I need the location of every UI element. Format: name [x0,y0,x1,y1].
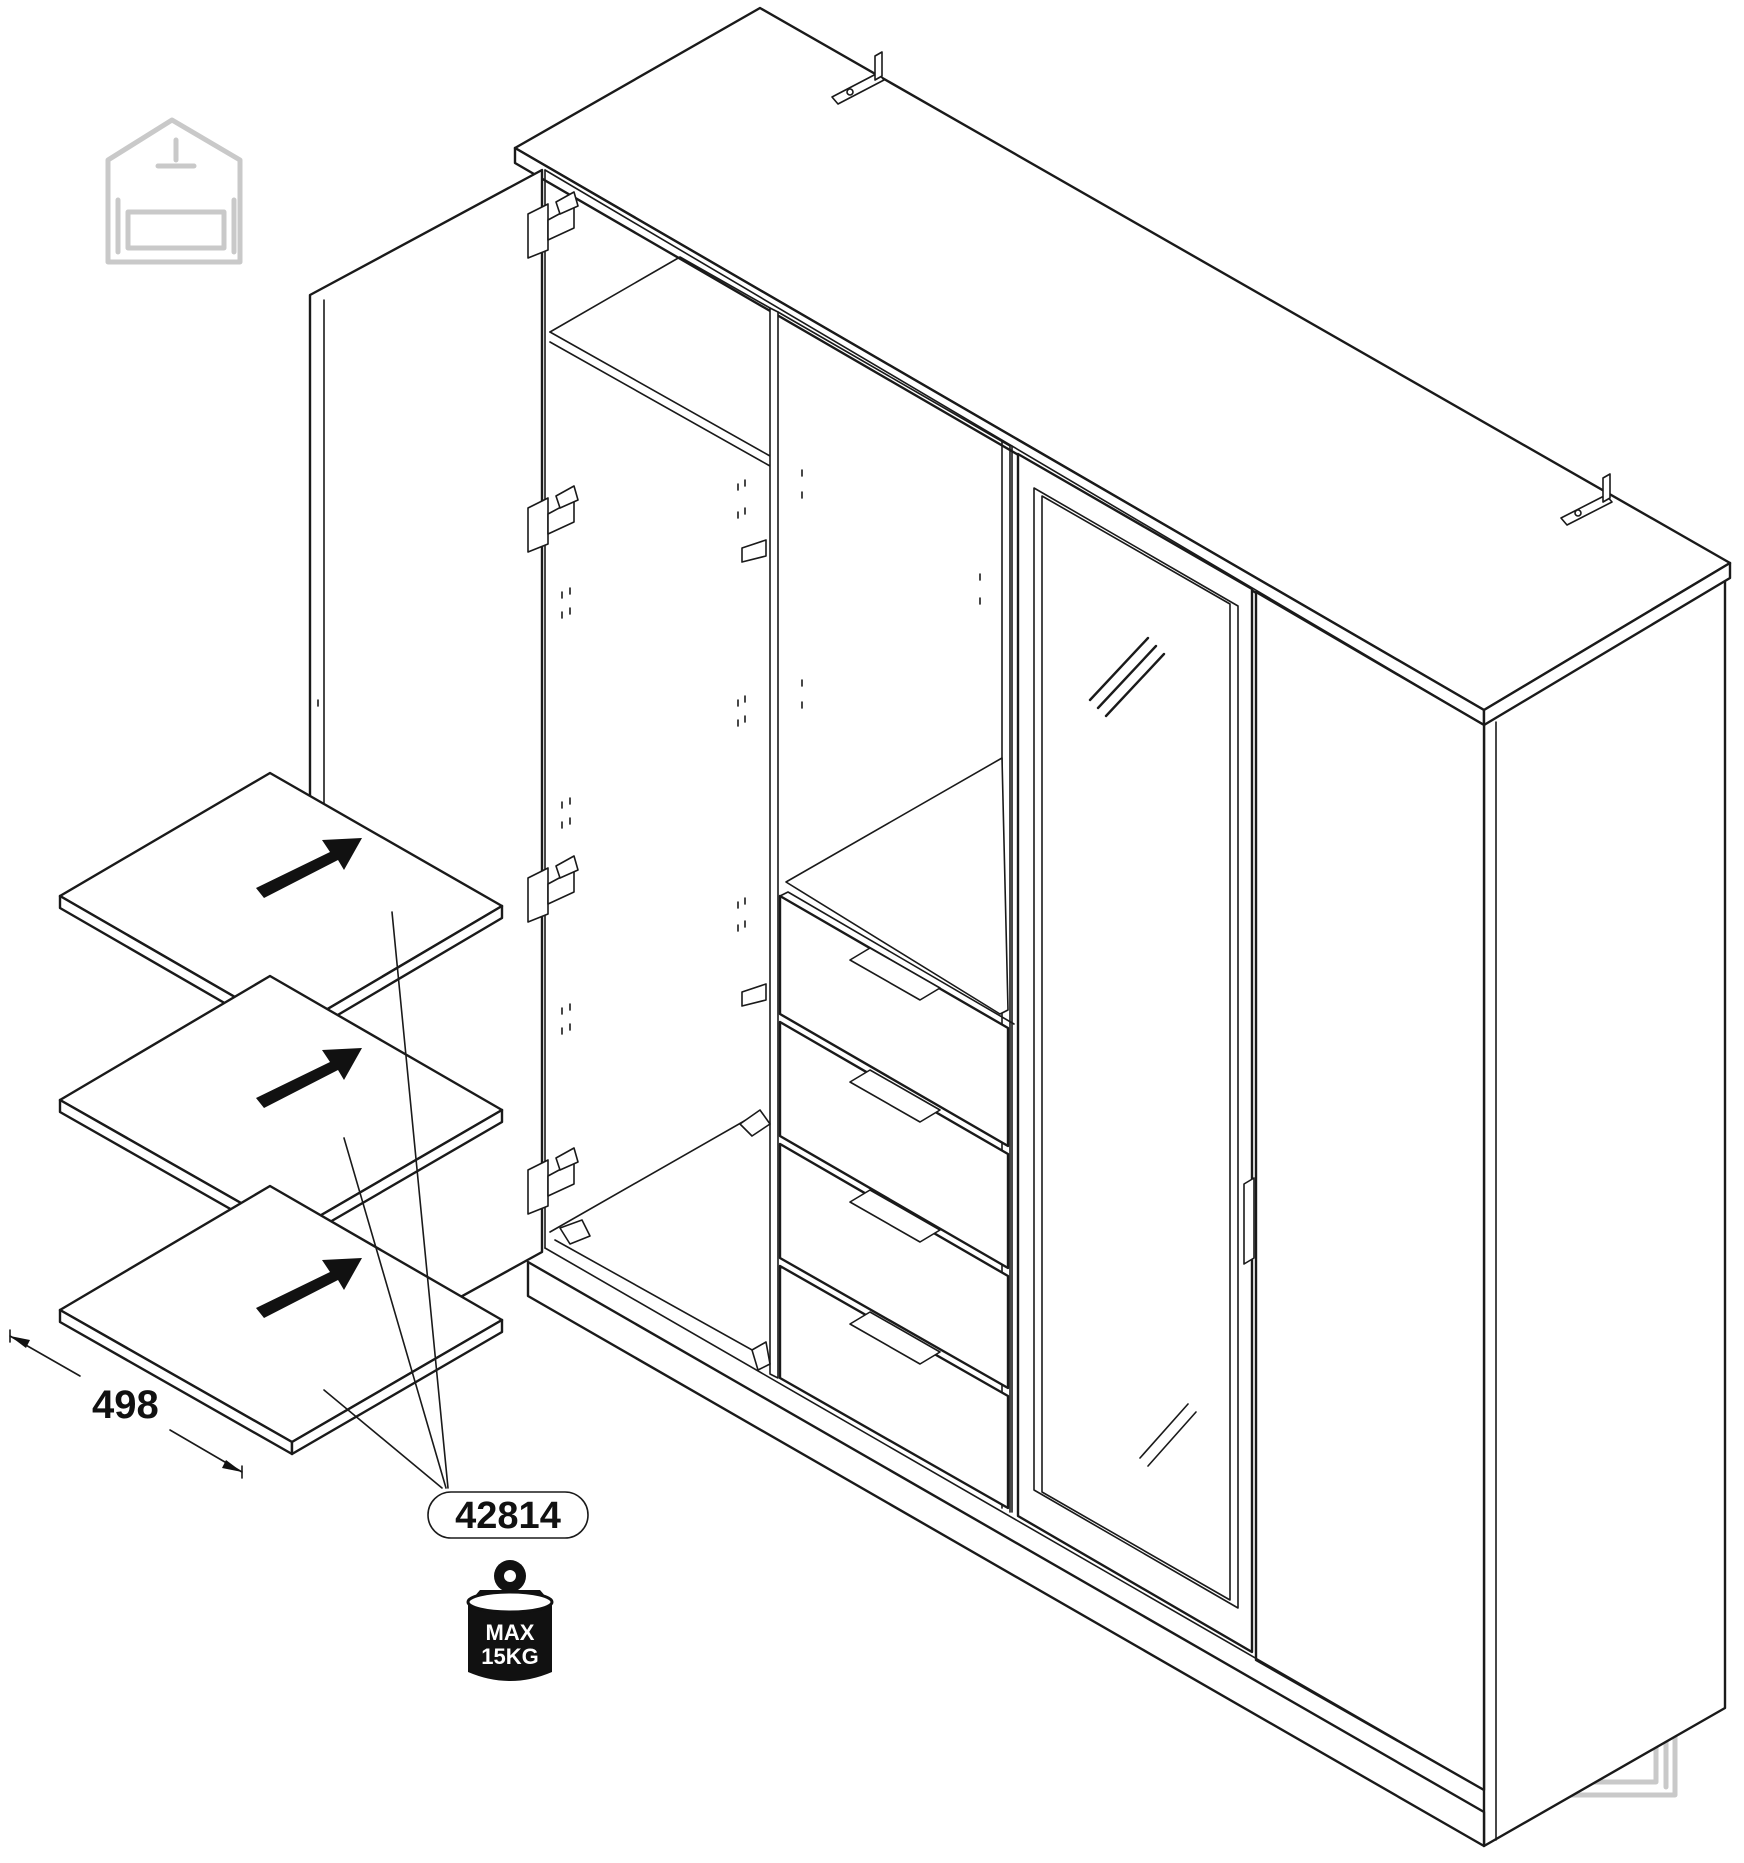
brand-logo-top-left [105,117,243,265]
door-handle [1243,1177,1255,1265]
weight-value-label: 15KG [481,1644,538,1669]
shelf-support [741,983,767,1007]
right-side-panel [1482,566,1727,1848]
insert-arrow-icon [256,1258,362,1318]
insert-arrow-icon [256,1048,362,1108]
part-number: 42814 [455,1495,561,1537]
shelf-pin-holes [561,469,981,1035]
weight-max-label: MAX [486,1620,535,1645]
hinge [527,191,579,259]
wall-bracket-right [1560,473,1613,526]
drawer-handle [849,1311,941,1365]
plinth [526,1260,1486,1848]
leader-line [343,1137,447,1489]
part-number-callout: 42814 [427,1491,589,1539]
shelf-support [741,539,767,563]
shelf [58,1184,504,1456]
mirror-glass [1033,487,1239,1609]
leader-line [391,911,449,1489]
hinge [527,1147,579,1215]
insert-arrow-icon [256,838,362,898]
mirror-door [1016,452,1254,1654]
drawer-handle [849,1069,941,1123]
drawer-handle [849,947,941,1001]
shelf [58,771,504,1044]
drawer-handle [849,1189,941,1243]
hinge [527,485,579,553]
dimension-label: 498 [92,1383,159,1427]
leader-line [323,1389,443,1489]
hinge [527,855,579,923]
drawer-unit [778,891,1015,1510]
dimension-line: 498 [9,1329,243,1479]
shelf-stack [58,771,504,1489]
wall-bracket-left [831,51,885,105]
weight-icon: MAX 15KG [466,1560,554,1681]
wardrobe [308,6,1732,1848]
mirror-glare-icon [1088,636,1197,1467]
right-door [1254,590,1486,1792]
